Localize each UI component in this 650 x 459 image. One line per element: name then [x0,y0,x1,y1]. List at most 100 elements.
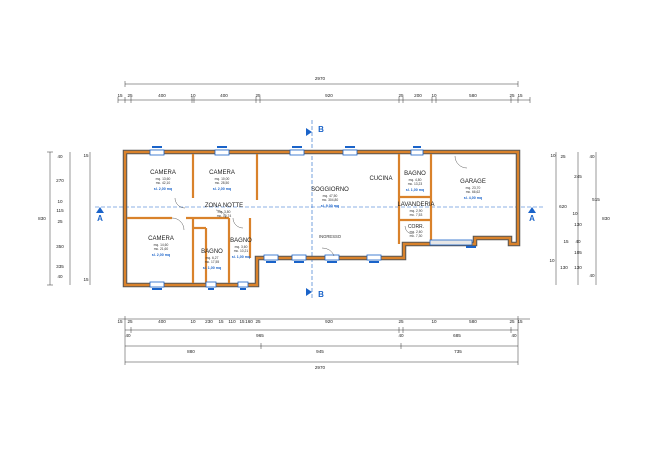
room-name: SOGGIORNO [311,187,349,193]
room-volume: mc. 304,80 [322,198,338,202]
room-light: sl. 1,00 mq [406,188,424,192]
room-name: INGRESSO [319,234,342,239]
section-b-bottom-label: B [318,290,324,299]
dim-label: 10 [550,153,556,158]
dim-label: 15 [218,319,224,324]
dim-label: 25 [398,93,404,98]
dim-label: 620 [559,204,567,209]
section-b-top-label: B [318,125,324,134]
dim-label: 10 [549,258,555,263]
room-area: mq. 13,60 [156,177,171,181]
room-zona-notte: ZONA NOTTE mq. 3,80 mc. 10,74 [205,203,243,218]
room-light: sl. 2,00 mq [154,187,172,191]
room-volume: mc. 13,23 [408,182,423,186]
top-total-dim: 2970 [315,76,326,81]
dim-label: 25 [509,319,515,324]
dim-label: 160 [245,319,253,324]
room-name: BAGNO [404,171,426,177]
room-area: mq. 47,50 [323,194,338,198]
dim-label: 270 [56,178,64,183]
bottom-total-dim: 2970 [315,365,326,370]
room-area: mq. 2,60 [410,230,423,234]
bottom-dimensions: 15 25 400 10 230 15 110 15 160 25 920 25… [117,316,530,370]
left-dimensions: 830 15 40 270 10 115 25 350 335 40 15 [38,151,91,286]
dim-label: 400 [220,93,228,98]
dim-label: 400 [158,319,166,324]
room-name: GARAGE [460,179,486,185]
room-volume: mc. 7,53 [410,213,423,217]
room-area: mq. 23,70 [466,186,481,190]
dim-label: 10 [572,211,578,216]
room-area: mq. 6,27 [206,256,219,260]
dim-label: 40 [511,333,517,338]
room-camera-3: CAMERA mq. 14,60 mc. 21,60 sl. 2,00 mq [148,236,174,257]
room-name: BAGNO [230,238,252,244]
section-a-left-label: A [97,214,103,223]
room-area: mq. 3,80 [218,210,231,214]
room-volume: mc. 42,10 [156,181,171,185]
dim-label: 335 [56,264,64,269]
walls [122,149,521,288]
dim-label: 40 [589,273,595,278]
room-area: mq. 3,60 [235,245,248,249]
room-area: mq. 2,90 [410,209,423,213]
room-soggiorno: SOGGIORNO mq. 47,50 mc. 304,80 sl. 9,00 … [311,187,349,208]
section-arrow-icon [306,288,312,296]
dim-label: 880 [187,349,195,354]
dim-label: 40 [575,239,581,244]
dim-label: 685 [453,333,461,338]
dim-label: 115 [56,208,64,213]
dim-label: 945 [316,349,324,354]
dim-label: 25 [398,319,404,324]
dim-label: 10 [431,319,437,324]
room-ingresso: INGRESSO [319,234,342,239]
dim-label: 10 [57,199,63,204]
room-name: CAMERA [148,236,174,242]
section-arrow-icon [306,128,312,136]
room-name: CORR. [408,224,424,230]
section-arrow-icon [96,207,104,213]
room-name: BAGNO [201,249,223,255]
dim-label: 105 [574,250,582,255]
dim-label: 40 [589,154,595,159]
dim-label: 25 [127,319,133,324]
room-light: sl. 1,00 mq [232,255,250,259]
room-name: LAVANDERIA [397,202,434,208]
dim-label: 25 [57,219,63,224]
room-light: sl. 2,00 mq [152,253,170,257]
dim-label: 735 [454,349,462,354]
room-lavanderia: LAVANDERIA mq. 2,90 mc. 7,53 [397,202,434,217]
room-light: sl. 9,00 mq [321,204,339,208]
room-light: sl. 1,00 mq [203,266,221,270]
dim-label: 200 [414,93,422,98]
dim-label: 830 [602,216,610,221]
dim-label: 15 [117,93,123,98]
dim-label: 15 [83,277,89,282]
left-total-dim: 830 [38,216,46,221]
dim-label: 130 [560,265,568,270]
dim-label: 515 [592,197,600,202]
dim-label: 920 [325,319,333,324]
room-area: mq. 4,80 [409,178,422,182]
room-volume: mc. 21,60 [154,247,169,251]
room-volume: mc. 7,30 [410,234,423,238]
room-camera-1: CAMERA mq. 13,60 mc. 42,10 sl. 2,00 mq [150,170,176,191]
room-light: sl. 2,00 mq [213,187,231,191]
room-area: mq. 14,60 [154,243,169,247]
dim-label: 15 [239,319,245,324]
dim-label: 25 [255,319,261,324]
room-bagno-3: BAGNO mq. 3,60 mc. 10,21 sl. 1,00 mq [230,238,252,259]
dim-label: 920 [325,93,333,98]
section-arrow-icon [528,207,536,213]
dim-label: 15 [517,319,523,324]
room-volume: mc. 10,74 [217,214,232,218]
room-bagno-2: BAGNO mq. 6,27 mc. 17,55 sl. 1,00 mq [201,249,223,270]
dim-label: 40 [57,154,63,159]
top-dimensions: 2970 15 25 400 10 400 25 920 25 200 10 5… [117,76,531,103]
dim-label: 580 [469,93,477,98]
dim-label: 15 [83,153,89,158]
room-volume: mc. 28,50 [215,181,230,185]
room-volume: mc. 66,62 [466,190,481,194]
dim-label: 230 [205,319,213,324]
section-a-right-label: A [529,214,535,223]
